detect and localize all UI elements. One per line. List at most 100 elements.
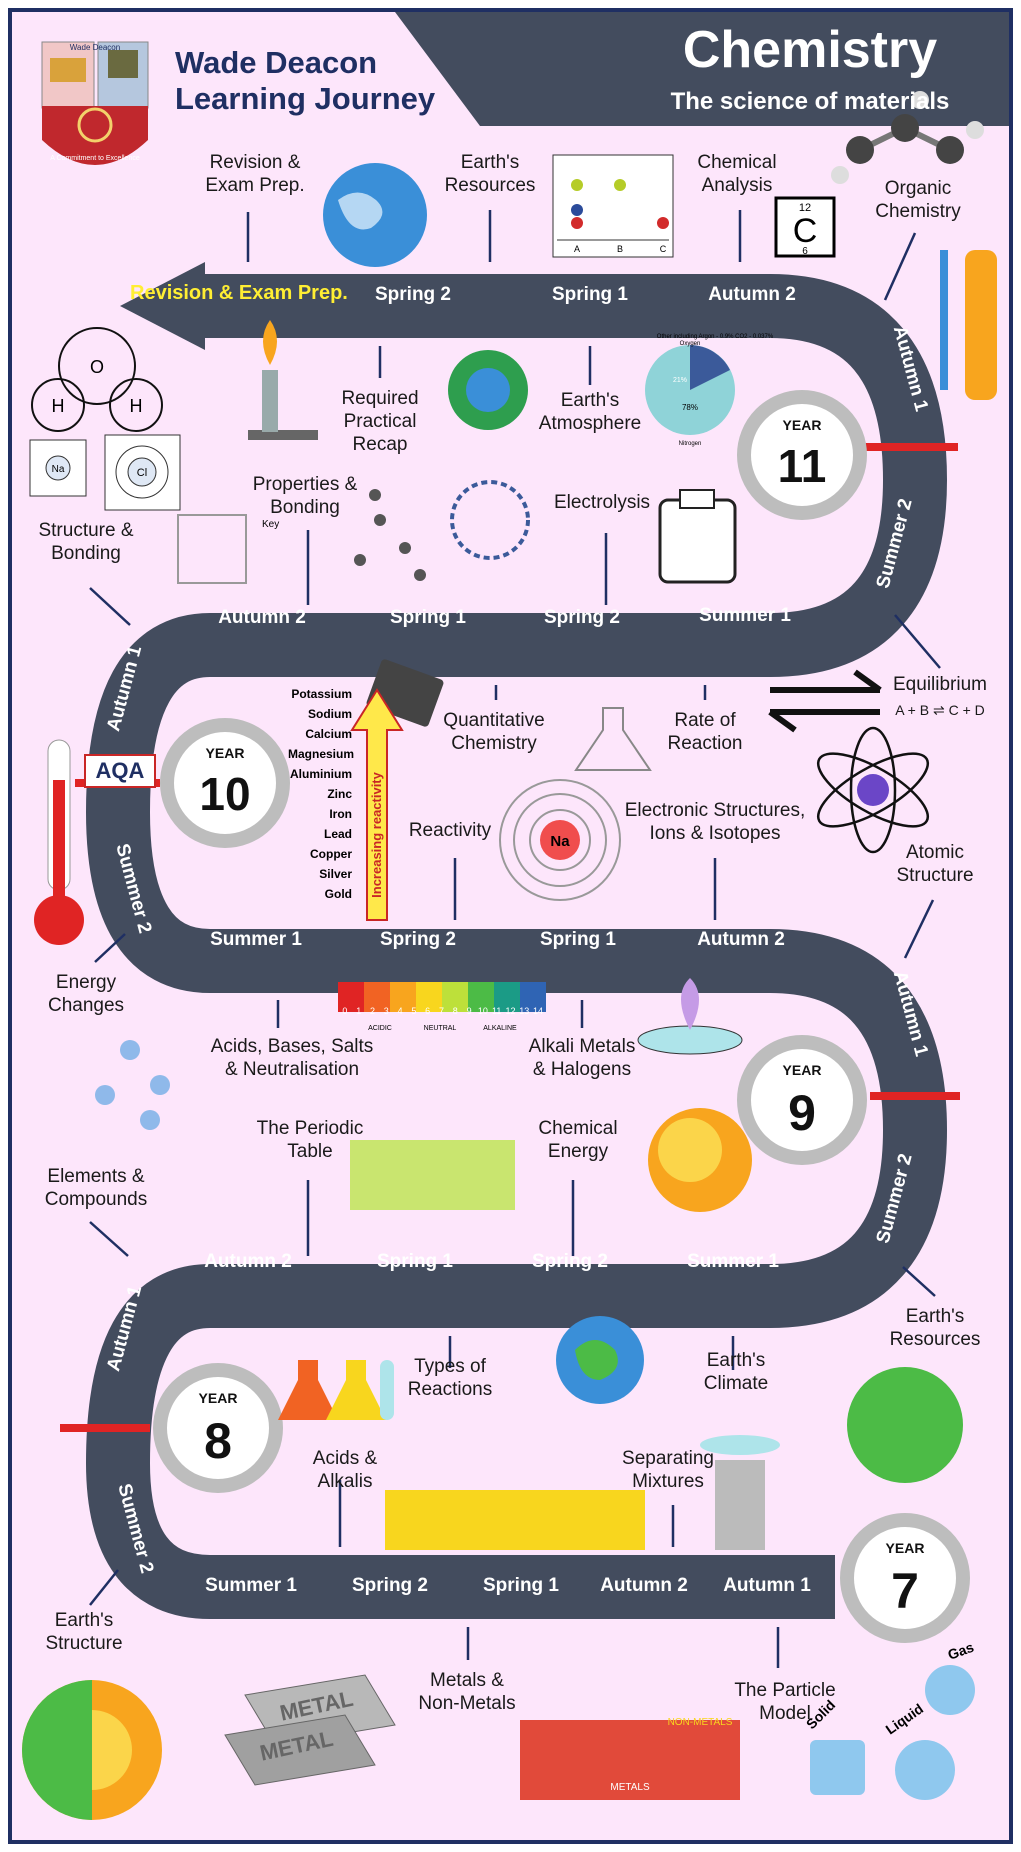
topic-earths-climate: Earth's Climate: [703, 1350, 769, 1394]
ph-number: 14: [533, 1006, 544, 1016]
illustrations: A B C 12 C 6: [22, 91, 997, 1820]
reactivity-arrow-label: Increasing reactivity: [369, 771, 384, 897]
topic-chemical-analysis: Chemical Analysis: [697, 152, 777, 196]
school-name: Wade Deacon Learning Journey: [175, 45, 435, 116]
ph-number: 4: [397, 1006, 403, 1016]
svg-text:ACIDIC: ACIDIC: [368, 1025, 392, 1032]
svg-text:78%: 78%: [682, 403, 698, 412]
topic-acids-alkalis: Acids & Alkalis: [312, 1448, 378, 1492]
ph-number: 1: [356, 1006, 362, 1016]
svg-text:NON-METALS: NON-METALS: [668, 1717, 733, 1728]
equilibrium-arrows-icon: [768, 669, 882, 733]
term-label: Spring 2: [351, 1575, 429, 1596]
metal-item: Calcium: [305, 727, 352, 741]
term-label: Spring 2: [374, 284, 452, 305]
svg-text:H: H: [130, 396, 143, 416]
flask-icon: [278, 1360, 338, 1420]
water-molecule-icon: [58, 327, 136, 405]
term-label: Summer 1: [687, 1251, 779, 1272]
term-label: Spring 2: [531, 1251, 609, 1272]
metal-item: Iron: [329, 807, 352, 821]
svg-text:C: C: [660, 244, 667, 254]
year-label: YEAR: [886, 1540, 925, 1556]
atom-icon: [816, 726, 930, 854]
year-10-marker: [160, 718, 290, 848]
year-number: 10: [199, 768, 250, 820]
topic-connectors: [89, 210, 941, 1668]
topic-alkali-metals: Alkali Metals & Halogens: [528, 1036, 636, 1080]
term-label: Spring 1: [376, 1251, 454, 1272]
svg-text:ALKALINE: ALKALINE: [483, 1025, 517, 1032]
svg-text:Oxygen: Oxygen: [680, 341, 701, 347]
topic-atomic-structure: Atomic Structure: [896, 842, 974, 886]
svg-text:NEUTRAL: NEUTRAL: [424, 1025, 457, 1032]
svg-text:O: O: [90, 357, 104, 377]
sodium-ion-icon: [29, 439, 87, 497]
ph-number: 7: [438, 1006, 444, 1016]
topic-electrolysis: Electrolysis: [553, 492, 651, 513]
periodic-table-icon: [350, 1140, 515, 1210]
svg-text:Other including Argon - 0.9% C: Other including Argon - 0.9% CO2 - 0.037…: [657, 334, 774, 340]
metal-item: Zinc: [327, 787, 352, 801]
ph-number: 10: [477, 1006, 488, 1016]
lattice-icon: [177, 514, 247, 584]
svg-text:Cl: Cl: [137, 467, 147, 479]
topic-reactivity: Reactivity: [408, 820, 492, 841]
network-icon: [354, 489, 426, 581]
metal-item: Copper: [310, 847, 352, 861]
year-11-marker: [737, 390, 867, 520]
reactivity-arrow: [350, 688, 404, 921]
ph-number: 12: [505, 1006, 516, 1016]
term-label: Autumn 2: [204, 1251, 292, 1272]
topic-elements-compounds: Elements & Compounds: [44, 1166, 148, 1210]
topic-required-practical: Required Practical Recap: [341, 388, 419, 455]
metal-item: Gold: [324, 887, 352, 901]
ph-number: 6: [425, 1006, 431, 1016]
school-name-line1: Wade Deacon: [175, 45, 378, 80]
year-8-marker: [153, 1363, 283, 1493]
term-label: Summer 1: [210, 929, 302, 950]
metal-item: Aluminium: [290, 767, 352, 781]
flame-dish-icon: [637, 1025, 743, 1055]
bunsen-burner-icon: [248, 430, 318, 440]
svg-text:6: 6: [802, 246, 808, 257]
school-name-line2: Learning Journey: [175, 80, 436, 116]
metals-table-icon: [520, 1720, 740, 1800]
term-label: Autumn 2: [708, 284, 796, 305]
svg-text:METALS: METALS: [610, 1782, 650, 1793]
term-label: Spring 2: [379, 929, 457, 950]
term-label: Autumn 1: [723, 1575, 811, 1596]
revision-arrowhead: [120, 262, 205, 350]
topic-earths-resources-y7: Earth's Resources: [889, 1306, 981, 1350]
topic-equilibrium: Equilibrium: [893, 674, 987, 695]
year-label: YEAR: [199, 1390, 238, 1406]
year-number: 7: [891, 1563, 919, 1619]
svg-text:12: 12: [799, 202, 811, 214]
states-of-matter-icon: [810, 1665, 975, 1800]
ph-number: 2: [369, 1006, 375, 1016]
year-markers: [153, 390, 970, 1643]
page-subtitle: The science of materials: [670, 88, 950, 115]
topic-organic-chemistry: Organic Chemistry: [875, 178, 961, 222]
ph-number: 0: [342, 1006, 348, 1016]
electrolysis-cell-icon: [658, 498, 737, 584]
topic-acids-bases: Acids, Bases, Salts & Neutralisation: [210, 1036, 374, 1080]
term-label: Spring 1: [551, 284, 629, 305]
svg-text:21%: 21%: [673, 377, 687, 384]
svg-text:Na: Na: [550, 833, 570, 850]
term-label: Summer 1: [205, 1575, 297, 1596]
topic-earths-resources: Earth's Resources: [444, 152, 536, 196]
term-label: Autumn 2: [600, 1575, 688, 1596]
year-7-marker: [840, 1513, 970, 1643]
svg-text:A: A: [574, 244, 580, 254]
ph-number: 8: [452, 1006, 458, 1016]
term-label: Autumn 2: [697, 929, 785, 950]
ph-number: 9: [466, 1006, 472, 1016]
page-title: Chemistry: [682, 21, 938, 79]
equilibrium-equation: A + B ⇌ C + D: [895, 702, 985, 718]
topic-periodic-table: The Periodic Table: [256, 1118, 364, 1162]
molecule-model-icon: [95, 1040, 170, 1130]
ph-number: 11: [491, 1006, 502, 1016]
metal-item: Potassium: [291, 687, 352, 701]
